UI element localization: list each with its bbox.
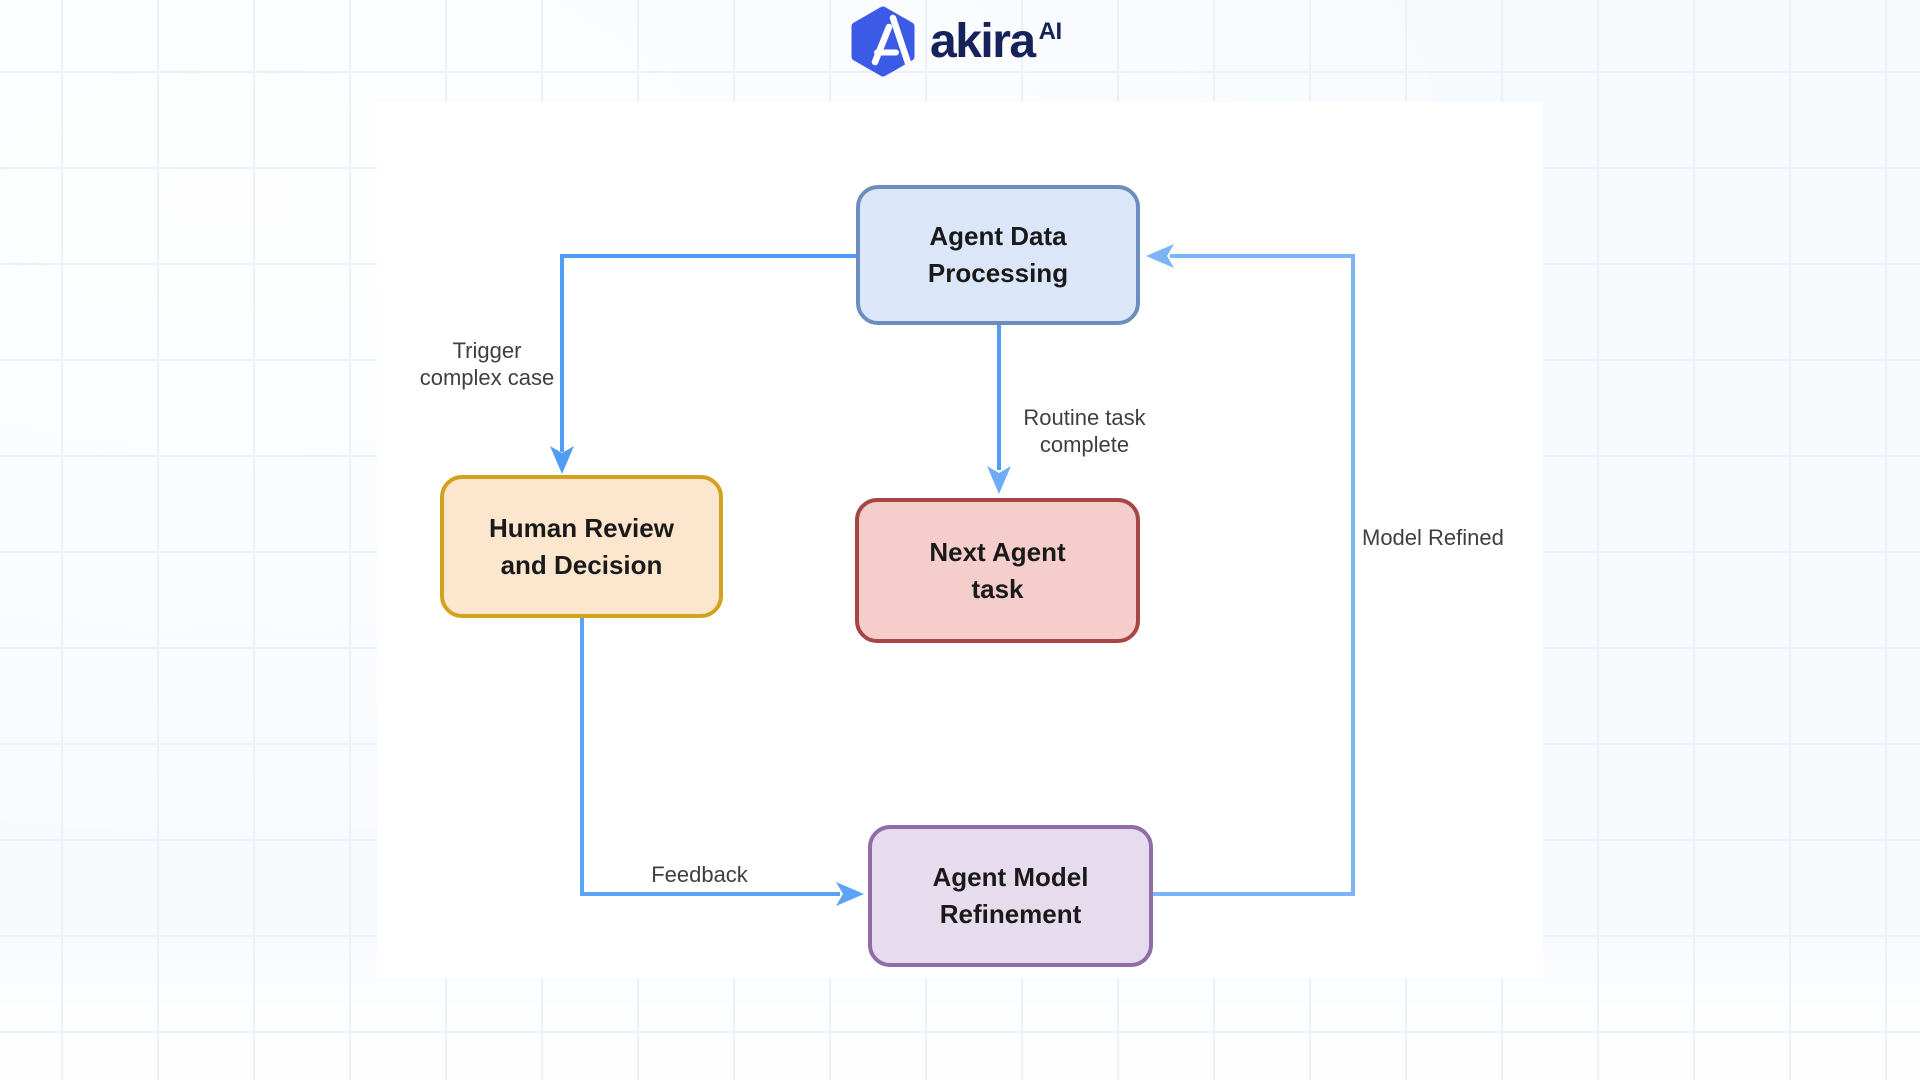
node-label-line: Agent Model	[932, 862, 1089, 892]
akira-hexagon-a-icon	[851, 6, 915, 77]
node-agent-data-processing: Agent Data Processing	[856, 185, 1140, 325]
node-human-review-decision: Human Review and Decision	[440, 475, 723, 618]
logo-wordmark: akira AI	[930, 8, 1062, 76]
arrowhead-right-icon	[836, 882, 864, 906]
node-next-agent-task: Next Agent task	[855, 498, 1140, 643]
node-label-line: and Decision	[500, 549, 663, 580]
node-label-line: Human Review	[489, 512, 674, 543]
edge-label-line: Trigger	[452, 338, 522, 363]
arrowhead-left-icon	[1146, 244, 1174, 268]
brand-logo: akira AI	[849, 5, 1062, 78]
edge-label-line: complex case	[419, 365, 555, 390]
edge-label-line: complete	[1039, 432, 1130, 457]
logo-superscript: AI	[1038, 17, 1063, 45]
node-label-line: Refinement	[939, 899, 1082, 929]
node-label-line: task	[971, 573, 1024, 604]
edge-label-line: Routine task	[1023, 405, 1146, 430]
connector-feedback	[580, 618, 864, 906]
node-label-line: Agent Data	[929, 221, 1067, 251]
connector-trigger-complex-case	[550, 254, 858, 474]
node-label-line: Processing	[927, 258, 1069, 288]
node-label-line: Next Agent	[929, 536, 1066, 567]
edge-label-routine-task-complete: Routine task complete	[1002, 404, 1167, 458]
connector-model-refined	[1146, 244, 1355, 896]
edge-label-model-refined: Model Refined	[1362, 525, 1504, 550]
node-agent-model-refinement: Agent Model Refinement	[868, 825, 1153, 967]
arrowhead-down-icon	[550, 446, 574, 474]
logo-brand-text: akira	[930, 14, 1036, 68]
arrowhead-down-icon	[987, 466, 1011, 494]
edge-label-feedback: Feedback	[651, 862, 748, 887]
edge-label-trigger-complex-case: Trigger complex case	[397, 337, 577, 391]
connector-routine-task-complete	[987, 325, 1011, 494]
